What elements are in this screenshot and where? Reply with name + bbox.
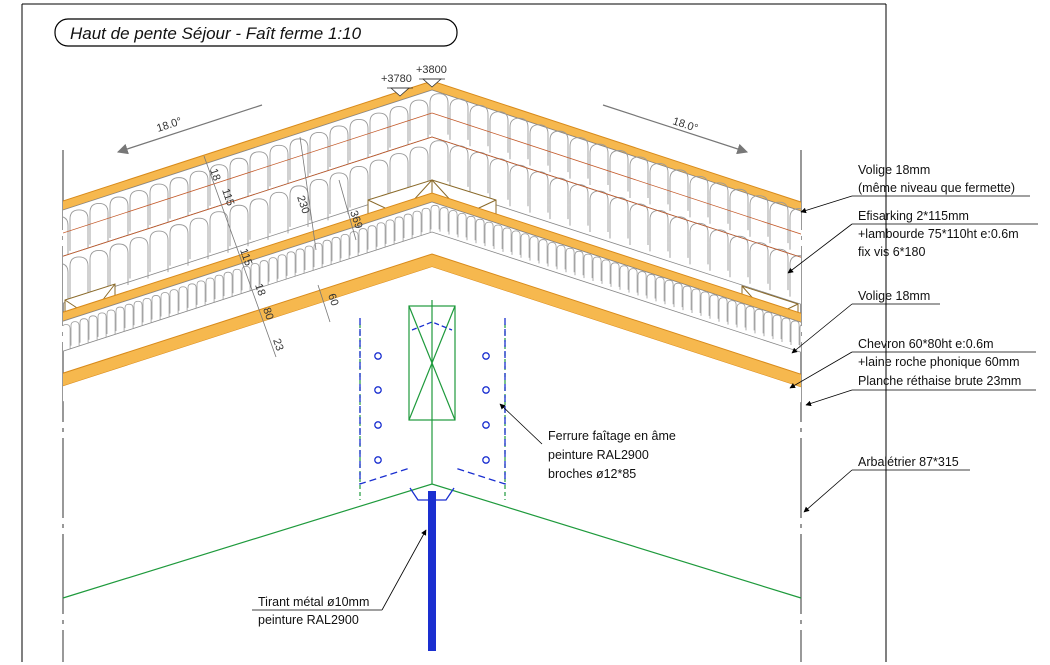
level-left: +3780 <box>381 73 412 85</box>
label-tirant-1: Tirant métal ø10mm <box>258 595 369 609</box>
sheet-frame <box>21 3 887 662</box>
dim-115-a: 115 <box>219 187 236 207</box>
dimension-chain <box>203 136 357 358</box>
label-efisarking-3: fix vis 6*180 <box>858 245 925 259</box>
ferrure-faitage <box>359 318 506 501</box>
slope-indicators: 18.0° 18.0° <box>116 104 749 155</box>
dim-80: 80 <box>260 306 275 321</box>
dim-18-mid: 18 <box>252 282 267 297</box>
dim-18-top: 18 <box>207 167 222 182</box>
dim-115-b: 115 <box>237 247 254 267</box>
laine-hatch <box>63 204 801 349</box>
label-volige-top-1: Volige 18mm <box>858 163 930 177</box>
level-right: +3800 <box>416 64 447 76</box>
tirant-metal <box>428 491 436 651</box>
dim-23: 23 <box>270 337 285 352</box>
label-volige-mid: Volige 18mm <box>858 289 930 303</box>
label-efisarking-1: Efisarking 2*115mm <box>858 209 969 223</box>
level-markers: +3780 +3800 <box>381 64 447 97</box>
label-efisarking-2: +lambourde 75*110ht e:0.6m <box>858 227 1019 241</box>
efisarking-1-hatch <box>63 93 801 258</box>
label-ferrure-1: Ferrure faîtage en âme <box>548 429 676 443</box>
label-chevron-2: +laine roche phonique 60mm <box>858 355 1020 369</box>
label-arbaletrier: Arbalétrier 87*315 <box>858 455 959 469</box>
dim-60: 60 <box>325 292 340 307</box>
label-chevron-1: Chevron 60*80ht e:0.6m <box>858 337 994 351</box>
label-chevron-3: Planche réthaise brute 23mm <box>858 374 1021 388</box>
section-edges <box>62 150 802 662</box>
label-tirant-2: peinture RAL2900 <box>258 613 359 627</box>
label-ferrure-2: peinture RAL2900 <box>548 448 649 462</box>
dim-230: 230 <box>294 194 311 215</box>
dim-369: 369 <box>347 209 364 230</box>
label-volige-top-2: (même niveau que fermette) <box>858 181 1015 195</box>
annotation-labels: Volige 18mm (même niveau que fermette) E… <box>252 163 1038 627</box>
chevron-laine-layer <box>63 201 801 353</box>
label-ferrure-3: broches ø12*85 <box>548 467 636 481</box>
title-box: Haut de pente Séjour - Faît ferme 1:10 <box>54 18 458 47</box>
dimension-texts: 18 115 115 18 80 23 230 369 60 <box>207 167 364 352</box>
drawing-title: Haut de pente Séjour - Faît ferme 1:10 <box>70 24 362 43</box>
